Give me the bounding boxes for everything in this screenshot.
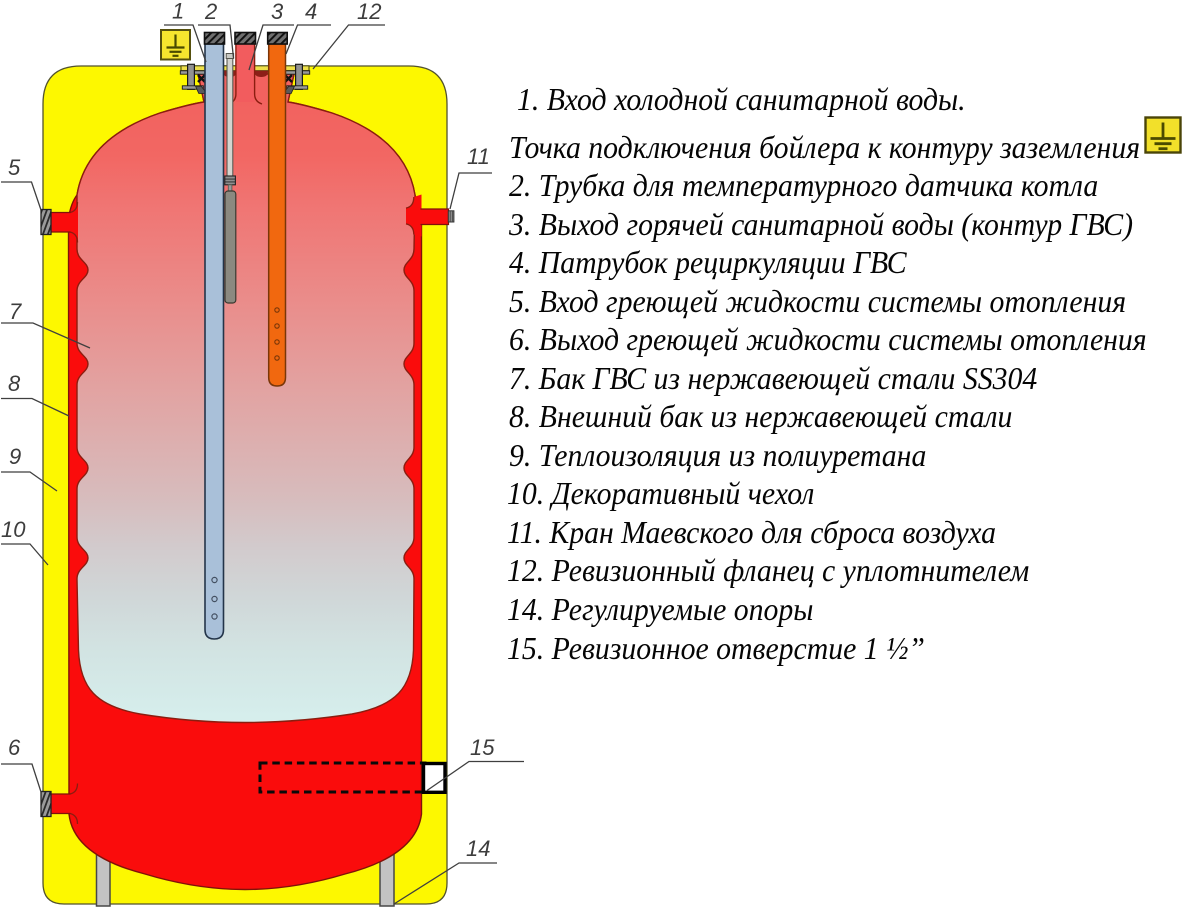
svg-text:12: 12 xyxy=(357,0,381,24)
svg-text:11: 11 xyxy=(467,144,490,169)
svg-text:4: 4 xyxy=(305,0,317,24)
svg-text:7: 7 xyxy=(9,299,22,324)
svg-text:6: 6 xyxy=(8,735,21,760)
svg-text:9: 9 xyxy=(9,444,21,469)
svg-text:1: 1 xyxy=(172,0,184,24)
svg-text:10: 10 xyxy=(1,517,26,542)
svg-text:14: 14 xyxy=(466,836,490,861)
svg-text:2: 2 xyxy=(204,0,217,24)
svg-text:5: 5 xyxy=(8,155,21,180)
svg-text:8: 8 xyxy=(8,371,21,396)
svg-text:3: 3 xyxy=(271,0,284,24)
svg-text:15: 15 xyxy=(470,735,495,760)
